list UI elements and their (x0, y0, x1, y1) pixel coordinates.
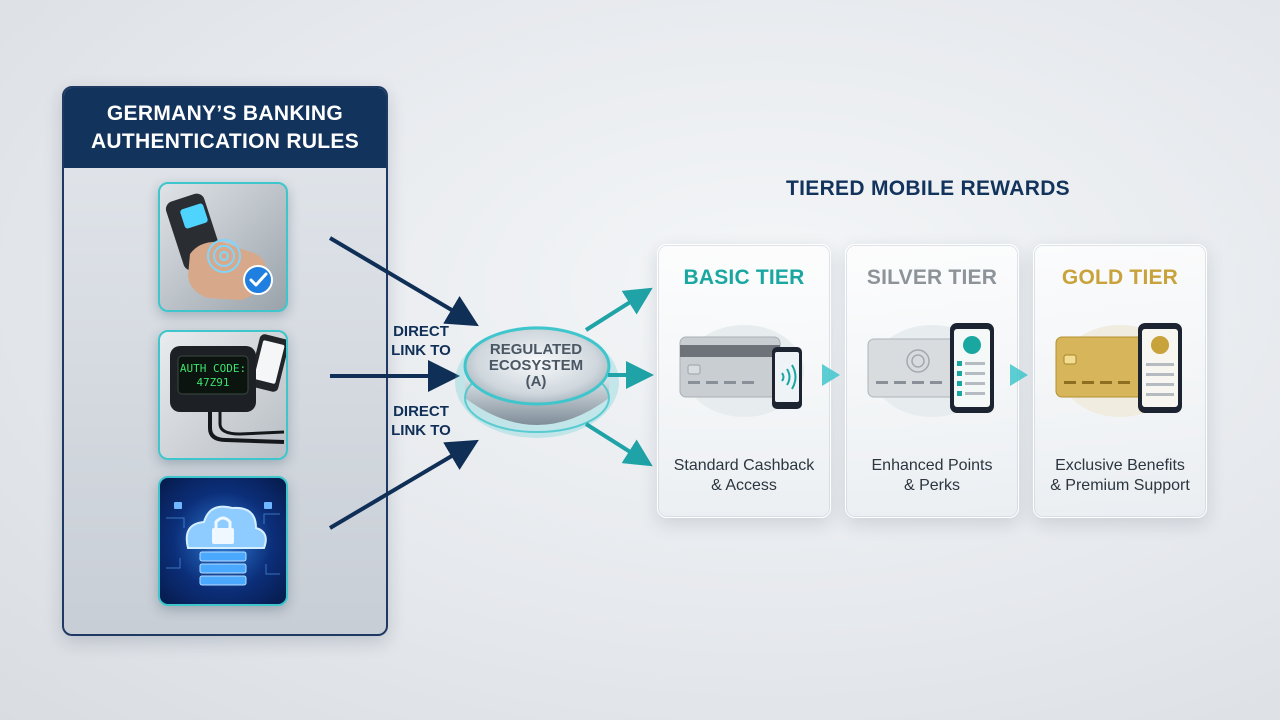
silver-tier-description: Enhanced Points & Perks (846, 456, 1018, 496)
hub-label: REGULATED ECOSYSTEM (A) (466, 342, 606, 390)
direct-link-bottom-line2: LINK TO (391, 422, 451, 439)
gold-tier-name: GOLD TIER (1061, 266, 1179, 289)
fingerprint-scanner-icon (165, 193, 273, 300)
gold-tier-desc-line1: Exclusive Benefits (1055, 457, 1185, 474)
arrow-to-basic-upper (584, 287, 653, 332)
direct-link-label-top: DIRECT LINK TO (381, 322, 461, 360)
gold-tier-card: GOLD TIER Exclusive Benefits & Premium S… (1033, 244, 1207, 518)
regulated-ecosystem-hub (455, 326, 619, 438)
panel-title-line2: AUTHENTICATION RULES (90, 130, 360, 153)
gold-card-phone-icon (1055, 323, 1182, 417)
panel-title: GERMANY’S BANKING AUTHENTICATION RULES (91, 100, 359, 156)
arrow-to-basic-lower (584, 422, 653, 467)
silver-tier-name: SILVER TIER (866, 266, 998, 289)
panel-header: GERMANY’S BANKING AUTHENTICATION RULES (64, 88, 386, 168)
gold-tier-description: Exclusive Benefits & Premium Support (1034, 456, 1206, 496)
direct-link-bottom-line1: DIRECT (393, 403, 449, 420)
authentication-rules-panel: GERMANY’S BANKING AUTHENTICATION RULES A… (62, 86, 388, 636)
auth-code-label: AUTH CODE: (180, 362, 246, 375)
cloud-lock-tile (158, 476, 288, 606)
hub-label-line3: (A) (525, 373, 547, 390)
direct-link-top-line2: LINK TO (391, 342, 451, 359)
auth-code-device-icon: AUTH CODE: 47Z91 (170, 334, 286, 444)
arrow-from-cloud (328, 439, 479, 530)
silver-card-phone-icon (867, 323, 994, 417)
basic-tier-desc-line1: Standard Cashback (673, 457, 815, 474)
fingerprint-scanner-tile (158, 182, 288, 312)
gold-tier-desc-line2: & Premium Support (1050, 477, 1190, 494)
silver-to-gold-arrow-icon (1010, 364, 1028, 386)
basic-tier-card: BASIC TIER Standard Cashback & Access (657, 244, 831, 518)
silver-tier-desc-line2: & Perks (903, 477, 960, 494)
auth-code-device-tile: AUTH CODE: 47Z91 (158, 330, 288, 460)
basic-tier-description: Standard Cashback & Access (658, 456, 830, 496)
basic-tier-name: BASIC TIER (683, 266, 805, 289)
arrow-from-fingerprint (328, 236, 479, 327)
silver-tier-card: SILVER TIER Enhanced Points & Perks (845, 244, 1019, 518)
cloud-lock-icon (166, 502, 280, 586)
hub-label-line2: ECOSYSTEM (488, 357, 584, 374)
silver-tier-desc-line1: Enhanced Points (871, 457, 993, 474)
basic-to-silver-arrow-icon (822, 364, 840, 386)
hub-label-line1: REGULATED (489, 341, 583, 358)
direct-link-label-bottom: DIRECT LINK TO (381, 402, 461, 440)
auth-code-value: 47Z91 (196, 376, 229, 389)
basic-tier-desc-line2: & Access (711, 477, 777, 494)
panel-title-line1: GERMANY’S BANKING (106, 102, 344, 125)
direct-link-top-line1: DIRECT (393, 323, 449, 340)
contactless-card-phone-icon (679, 325, 804, 417)
rewards-title: TIERED MOBILE REWARDS (786, 177, 1070, 200)
